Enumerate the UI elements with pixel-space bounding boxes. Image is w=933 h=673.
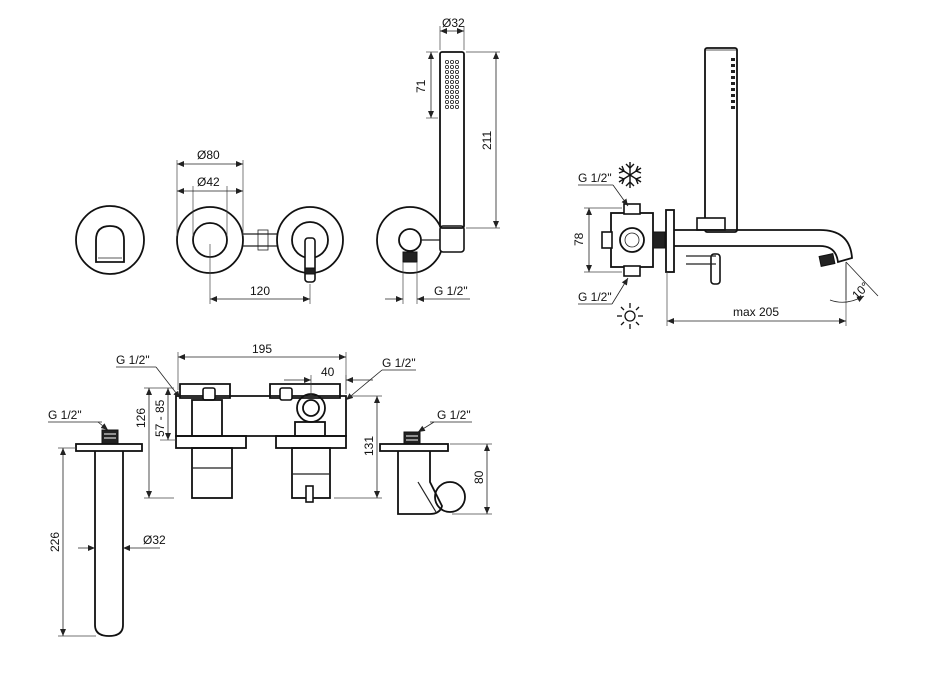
snowflake-icon — [618, 162, 642, 188]
label-g12-side-top: G 1/2" — [578, 171, 612, 185]
label-g12-holder: G 1/2" — [437, 408, 471, 422]
dim-h226: 226 — [48, 532, 62, 552]
label-g12-side-bottom: G 1/2" — [578, 290, 612, 304]
dim-w195: 195 — [252, 342, 272, 356]
sun-icon — [617, 303, 643, 329]
dim-d42: Ø42 — [197, 175, 220, 189]
dim-h131: 131 — [362, 436, 376, 456]
side-view: G 1/2" 78 G 1/2" max 20 — [572, 47, 879, 329]
label-g12-front: G 1/2" — [434, 284, 468, 298]
dim-d80: Ø80 — [197, 148, 220, 162]
front-view: Ø32 71 211 Ø80 Ø42 120 G 1/2" — [75, 16, 500, 304]
dim-w40: 40 — [321, 365, 335, 379]
dim-h126: 126 — [134, 408, 148, 428]
dim-d32-top: Ø32 — [442, 16, 465, 30]
dim-d32-spout: Ø32 — [143, 533, 166, 547]
label-g12-bottom-right: G 1/2" — [382, 356, 416, 370]
spout-rosette — [75, 205, 145, 275]
dim-h80: 80 — [472, 470, 486, 484]
dim-max205: max 205 — [733, 305, 779, 319]
spout-plan-view: G 1/2" 226 Ø32 — [48, 408, 166, 637]
shower-holder-rosette — [376, 206, 465, 274]
label-g12-bottom-left: G 1/2" — [116, 353, 150, 367]
mixer-rosette — [276, 206, 344, 283]
dim-h57-85: 57 - 85 — [153, 399, 167, 437]
dim-w120: 120 — [250, 284, 270, 298]
dim-h211: 211 — [480, 131, 494, 150]
holder-plan-view: G 1/2" 80 — [379, 408, 492, 515]
dim-h71: 71 — [414, 79, 428, 93]
dim-angle10: 10° — [849, 279, 872, 302]
plan-view: 195 40 G 1/2" G 1/2" 126 57 - 85 131 — [116, 342, 416, 503]
label-g12-spout: G 1/2" — [48, 408, 82, 422]
hand-shower — [439, 51, 465, 229]
dim-h78: 78 — [572, 232, 586, 246]
